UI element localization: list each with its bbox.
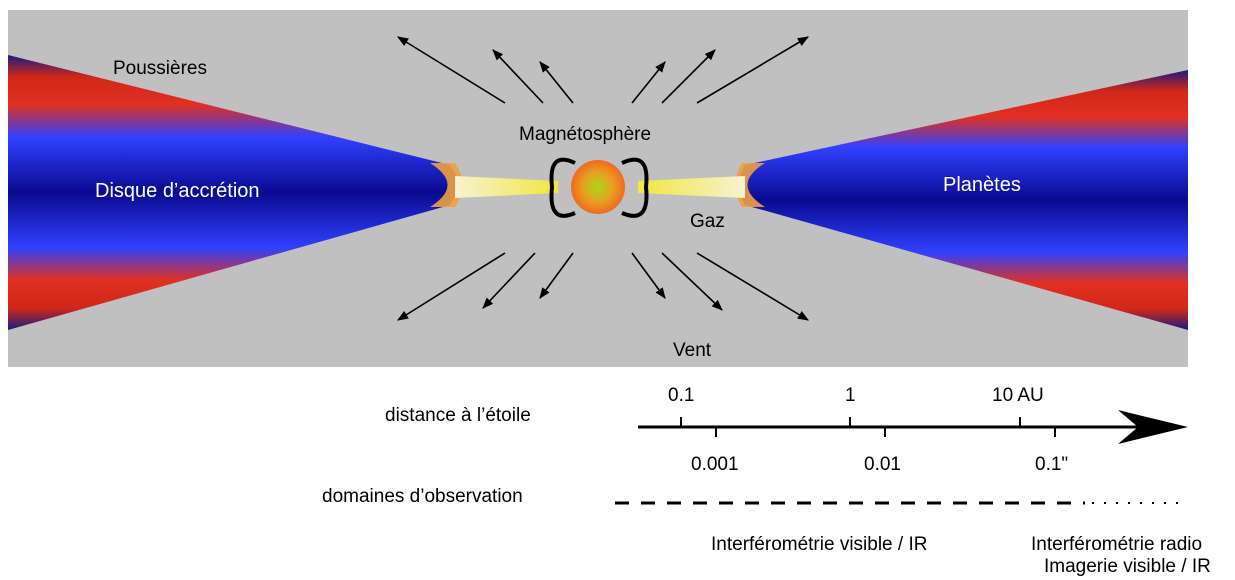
top-tick-label: 1 <box>845 385 856 406</box>
visible-ir-imaging-label: Imagerie visible / IR <box>1044 556 1211 577</box>
wind-arrow <box>397 252 506 321</box>
magnetosphere-field-lines <box>549 157 649 218</box>
wind-arrow <box>539 61 574 104</box>
accretion-disk-label: Disque d’accrétion <box>95 180 260 202</box>
wind-arrow <box>661 252 723 311</box>
wind-arrow <box>539 252 574 299</box>
bottom-tick-label: 0.1" <box>1035 454 1069 475</box>
bottom-tick-label: 0.001 <box>691 454 739 475</box>
magnetosphere-label: Magnétosphère <box>519 124 652 145</box>
wind-arrow <box>631 61 666 104</box>
dust-label: Poussières <box>113 58 207 79</box>
wind-arrow <box>696 252 809 321</box>
visible-ir-interferometry-label: Interférométrie visible / IR <box>711 534 928 555</box>
radio-interferometry-label: Interférométrie radio <box>1031 534 1203 555</box>
central-star <box>571 160 625 214</box>
wind-arrow <box>492 49 544 104</box>
wind-arrow <box>661 49 716 104</box>
gas-flow-right <box>638 176 745 198</box>
observation-domains-title: domaines d’observation <box>322 486 523 507</box>
wind-arrow <box>482 252 536 309</box>
distance-axis-title: distance à l’étoile <box>385 405 531 426</box>
top-tick-label: 10 AU <box>992 385 1044 406</box>
planets-label: Planètes <box>943 174 1021 196</box>
wind-arrows <box>397 36 809 321</box>
wind-arrow <box>397 36 506 104</box>
gas-label: Gaz <box>690 211 725 232</box>
top-tick-label: 0.1 <box>668 385 695 406</box>
left-accretion-disk <box>8 55 463 330</box>
gas-flow-left <box>455 176 558 198</box>
wind-arrow <box>631 252 666 299</box>
wind-label: Vent <box>673 340 712 361</box>
bottom-tick-label: 0.01 <box>864 454 901 475</box>
wind-arrow <box>696 36 809 104</box>
distance-axis <box>638 410 1188 444</box>
